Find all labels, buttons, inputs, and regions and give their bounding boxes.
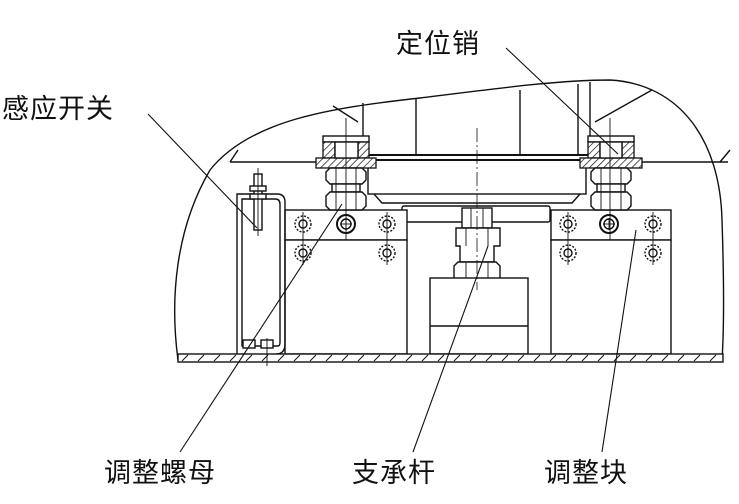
hatch-stroke	[533, 354, 541, 362]
hatch-stroke	[485, 354, 493, 362]
hatch-stroke	[437, 354, 445, 362]
hatch-stroke	[309, 354, 317, 362]
hatch-stroke	[629, 354, 637, 362]
hatch-stroke	[405, 354, 413, 362]
hatch-stroke	[325, 354, 333, 362]
support-rod-assembly	[429, 207, 529, 355]
hatch-stroke	[213, 354, 221, 362]
hatch-stroke	[709, 354, 717, 362]
label-adjusting-block: 调整块	[544, 458, 628, 489]
hatch-stroke	[565, 354, 573, 362]
hatch-stroke	[229, 354, 237, 362]
hatch-stroke	[341, 354, 349, 362]
hatch-stroke	[549, 354, 557, 362]
leader-adjusting-block	[601, 229, 637, 453]
hatch-stroke	[245, 354, 253, 362]
leader-locating-pin	[505, 47, 619, 155]
hatch-stroke	[693, 354, 701, 362]
center-lines	[257, 118, 654, 366]
base-plate	[177, 353, 724, 363]
leader-lines	[147, 47, 637, 453]
pin-bolt-icon	[599, 214, 619, 234]
hatch-stroke	[661, 354, 669, 362]
hatch-stroke	[373, 354, 381, 362]
label-sensor-switch: 感应开关	[2, 94, 114, 125]
leader-support-rod	[412, 245, 489, 453]
detail-boundary	[173, 79, 725, 361]
hatch-stroke	[613, 354, 621, 362]
hatch-stroke	[389, 354, 397, 362]
upper-housing	[229, 82, 731, 163]
label-adjusting-nut: 调整螺母	[104, 458, 216, 489]
hatch-stroke	[181, 354, 189, 362]
hatch-stroke	[645, 354, 653, 362]
leader-adjusting-nut	[179, 203, 343, 453]
hatch-stroke	[677, 354, 685, 362]
hatch-stroke	[277, 354, 285, 362]
hatch-stroke	[453, 354, 461, 362]
label-support-rod: 支承杆	[352, 458, 436, 489]
hatch-stroke	[469, 354, 477, 362]
right-adjusting-block	[550, 209, 672, 355]
hatch-stroke	[421, 354, 429, 362]
hatch-stroke	[197, 354, 205, 362]
leader-sensor-switch	[147, 113, 258, 229]
hatch-stroke	[597, 354, 605, 362]
hatch-stroke	[581, 354, 589, 362]
hatch-stroke	[501, 354, 509, 362]
hatch-stroke	[293, 354, 301, 362]
hatch-stroke	[357, 354, 365, 362]
hatch-stroke	[517, 354, 525, 362]
label-locating-pin: 定位销	[396, 29, 480, 60]
